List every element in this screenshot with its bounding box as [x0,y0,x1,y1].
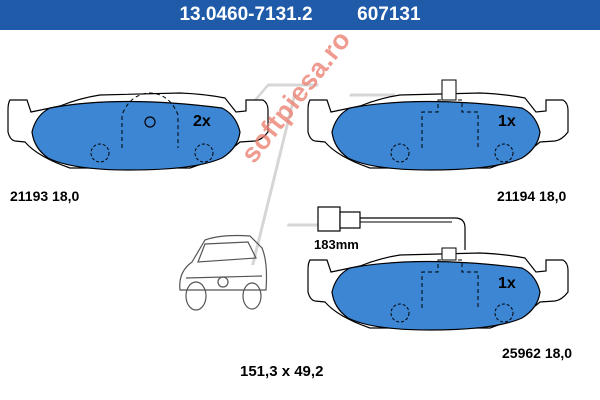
brake-pad-1 [7,92,269,171]
sensor-length: 183mm [314,237,359,252]
short-number: 607131 [357,4,421,25]
pad-2-quantity: 1x [498,113,516,130]
pad-1-quantity: 2x [193,113,211,130]
wear-sensor [317,206,466,250]
brake-pad-3 [307,247,569,331]
header-bar: 13.0460-7131.2 607131 [0,0,600,30]
car-icon [179,234,268,311]
pad-3-code: 25962 18,0 [502,345,573,361]
pad-2-code: 21194 18,0 [497,188,567,204]
brake-pad-2 [307,79,569,171]
pad-1-code: 21193 18,0 [10,188,80,204]
pad-3-quantity: 1x [498,275,516,292]
brake-pad-drawing: 2x 1x 183mm 1x [7,79,569,331]
dimensions-label: 151,3 x 49,2 [240,363,324,380]
part-number: 13.0460-7131.2 [179,4,313,25]
